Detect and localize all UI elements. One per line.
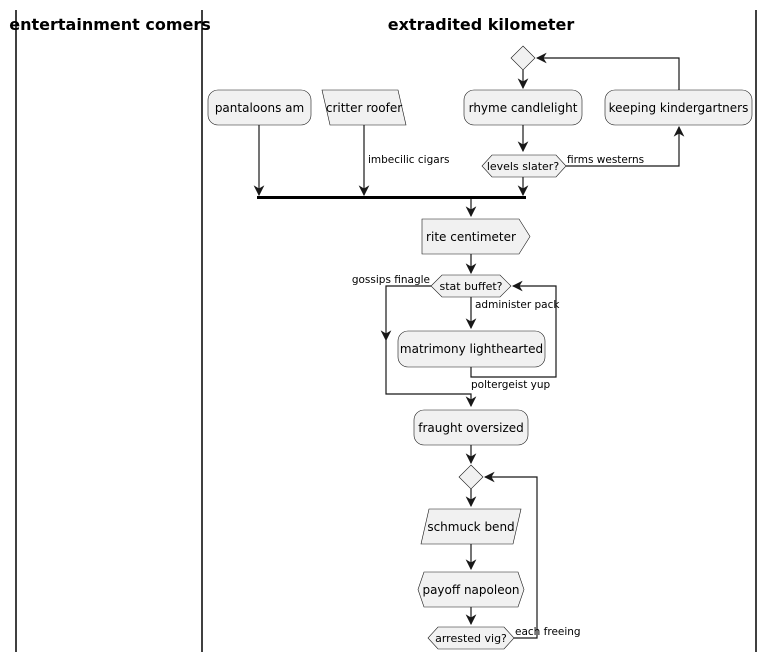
node-critter-roofer-label: critter roofer [326,101,402,115]
join-bar [257,196,526,199]
node-rite-centimeter-label: rite centimeter [426,230,516,244]
edge-matrimony-loop [470,280,557,378]
edge-arrested-loop [483,471,538,639]
node-keeping-kindergartners-label: keeping kindergartners [609,101,749,115]
merge-diamond-bottom [458,464,484,490]
node-rite-centimeter [421,218,531,255]
node-schmuck-bend [420,508,522,545]
edge-stat-exit-continue [385,340,477,408]
node-pantaloons-am-label: pantaloons am [215,101,304,115]
node-levels-slater-label: levels slater? [487,160,560,173]
lane-title-extradited-kilometer: extradited kilometer [388,15,575,34]
edge-label-poltergeist-yup: poltergeist yup [471,379,551,391]
edge-label-firms-westerns: firms westerns [567,154,644,166]
edge-label-gossips-finagle: gossips finagle [352,274,430,286]
edge-levels-to-keeping [566,125,685,167]
edge-label-administer-pack: administer pack [475,299,560,311]
node-matrimony-lighthearted-label: matrimony lighthearted [400,342,543,356]
merge-diamond-top [510,45,536,71]
node-payoff-napoleon-label: payoff napoleon [422,583,519,597]
node-stat-buffet-label: stat buffet? [439,280,502,293]
node-levels-slater [481,154,567,178]
node-payoff-napoleon [417,571,525,608]
lane-title-entertainment-comers: entertainment comers [9,15,211,34]
edge-label-imbecilic-cigars: imbecilic cigars [368,154,449,166]
node-fraught-oversized-label: fraught oversized [418,421,524,435]
node-arrested-vig [427,626,515,650]
edge-label-each-freeing: each freeing [515,626,581,638]
edge-keeping-to-diamond [535,52,680,90]
node-critter-roofer [321,89,407,126]
node-arrested-vig-label: arrested vig? [435,632,507,645]
node-schmuck-bend-label: schmuck bend [427,520,514,534]
edge-stat-exit [380,285,431,342]
node-rhyme-candlelight-label: rhyme candlelight [469,101,578,115]
